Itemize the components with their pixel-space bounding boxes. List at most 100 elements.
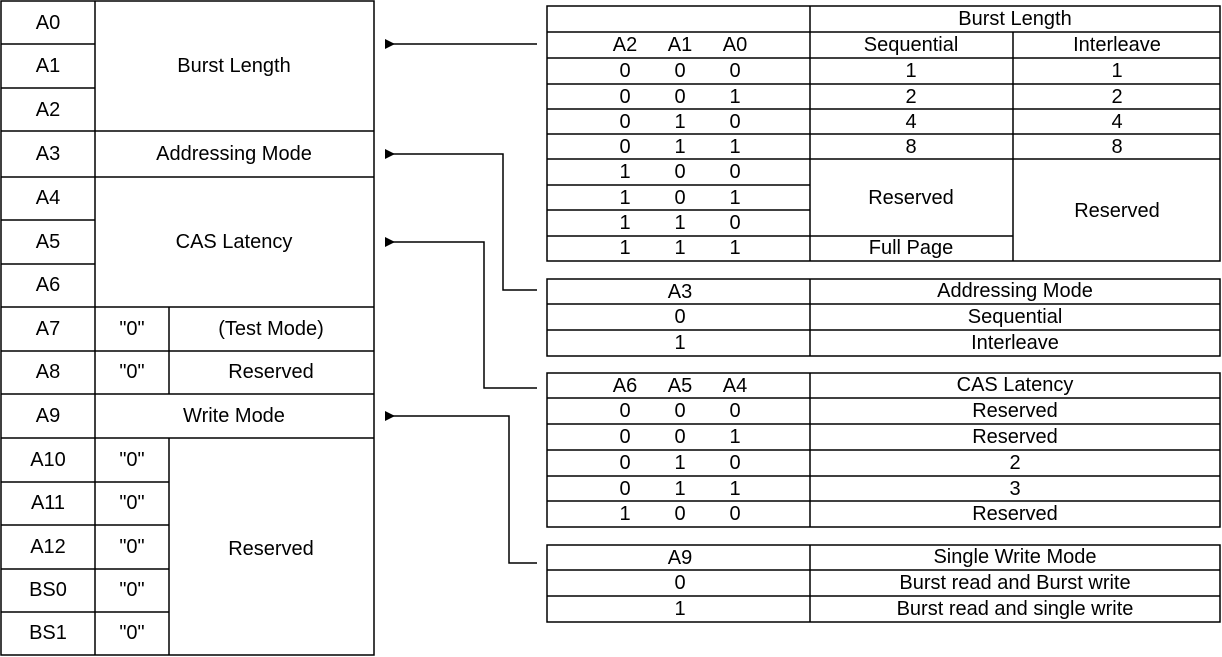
burst-bit: 0 <box>674 86 685 108</box>
register-bit-labels: A0 A1 A2 A3 A4 A5 A6 A7 A8 A9 A10 A11 A1… <box>29 12 67 644</box>
burst-bit: 1 <box>729 237 740 259</box>
register-bit-label: BS1 <box>29 622 67 644</box>
register-bit-label: A9 <box>36 405 60 427</box>
write-value: Burst read and single write <box>897 598 1134 620</box>
addressing-bit: 0 <box>674 306 685 328</box>
field-burst-length: Burst Length <box>177 55 290 77</box>
cas-bit: 1 <box>674 478 685 500</box>
addressing-value: Interleave <box>971 332 1059 354</box>
arrow-cas-latency <box>385 237 537 389</box>
cas-bit: 0 <box>674 503 685 525</box>
register-border <box>0 0 375 656</box>
register-bit-label: BS0 <box>29 579 67 601</box>
register-bit-label: A5 <box>36 231 60 253</box>
burst-bit: 1 <box>729 187 740 209</box>
burst-bit: 1 <box>619 161 630 183</box>
write-table-border <box>546 544 1221 623</box>
field-addressing-mode: Addressing Mode <box>156 143 312 165</box>
cas-bit: 1 <box>619 503 630 525</box>
arrow-write-mode <box>385 411 537 564</box>
register-zero-values: "0" "0" "0" "0" "0" "0" "0" <box>119 318 144 644</box>
zero-value: "0" <box>119 622 144 644</box>
register-bit-label: A12 <box>30 536 66 558</box>
field-test-mode: (Test Mode) <box>218 318 324 340</box>
burst-bit: 1 <box>619 237 630 259</box>
burst-interleave-value: 4 <box>1111 111 1122 133</box>
burst-sequential-value: 2 <box>905 86 916 108</box>
cas-bit: 0 <box>674 400 685 422</box>
cas-bit: 0 <box>619 426 630 448</box>
connectors <box>385 39 537 564</box>
burst-length-table <box>546 5 1221 262</box>
burst-bit: 1 <box>729 86 740 108</box>
write-header-mode: Single Write Mode <box>933 546 1096 568</box>
zero-value: "0" <box>119 361 144 383</box>
arrow-addressing-mode <box>385 149 537 291</box>
cas-bit: 0 <box>729 400 740 422</box>
addressing-bit: 1 <box>674 332 685 354</box>
burst-header-a0: A0 <box>723 34 747 56</box>
addressing-value: Sequential <box>968 306 1063 328</box>
burst-bit: 1 <box>674 212 685 234</box>
zero-value: "0" <box>119 492 144 514</box>
addressing-mode-text: A3 Addressing Mode 0 Sequential 1 Interl… <box>668 280 1093 354</box>
burst-bit: 0 <box>729 111 740 133</box>
burst-interleave-value: 1 <box>1111 60 1122 82</box>
field-cas-latency: CAS Latency <box>176 231 293 253</box>
burst-interleave-reserved: Reserved <box>1074 200 1160 222</box>
register-bit-label: A8 <box>36 361 60 383</box>
cas-header-a6: A6 <box>613 375 637 397</box>
burst-bit: 0 <box>619 111 630 133</box>
register-bit-label: A10 <box>30 449 66 471</box>
register-bit-label: A3 <box>36 143 60 165</box>
write-header-a9: A9 <box>668 547 692 569</box>
cas-bit: 1 <box>674 452 685 474</box>
burst-bit: 1 <box>674 136 685 158</box>
burst-bit: 1 <box>674 111 685 133</box>
cas-bit: 1 <box>729 478 740 500</box>
burst-bit: 1 <box>619 187 630 209</box>
addressing-header-mode: Addressing Mode <box>937 280 1093 302</box>
cas-value: Reserved <box>972 503 1058 525</box>
register-bit-label: A2 <box>36 99 60 121</box>
cas-bit: 1 <box>729 426 740 448</box>
burst-sequential-value: 1 <box>905 60 916 82</box>
register-table <box>0 0 375 656</box>
burst-sequential-value: 8 <box>905 136 916 158</box>
register-bit-label: A4 <box>36 187 60 209</box>
write-value: Burst read and Burst write <box>899 572 1130 594</box>
burst-table-title: Burst Length <box>958 8 1071 30</box>
zero-value: "0" <box>119 318 144 340</box>
register-field-labels: Burst Length Addressing Mode CAS Latency… <box>156 55 324 560</box>
cas-value: Reserved <box>972 426 1058 448</box>
burst-bit: 0 <box>619 86 630 108</box>
burst-bit: 0 <box>674 187 685 209</box>
burst-bit: 1 <box>674 237 685 259</box>
burst-bit: 0 <box>674 60 685 82</box>
burst-bit: 0 <box>729 212 740 234</box>
burst-bit: 0 <box>619 136 630 158</box>
burst-bit: 1 <box>619 212 630 234</box>
register-bit-label: A1 <box>36 55 60 77</box>
field-write-mode: Write Mode <box>183 405 285 427</box>
cas-bit: 0 <box>729 452 740 474</box>
burst-header-interleave: Interleave <box>1073 34 1161 56</box>
zero-value: "0" <box>119 536 144 558</box>
addressing-header-a3: A3 <box>668 281 692 303</box>
burst-sequential-reserved: Reserved <box>868 187 954 209</box>
addressing-mode-table <box>546 278 1221 357</box>
cas-bit: 0 <box>619 400 630 422</box>
zero-value: "0" <box>119 579 144 601</box>
write-bit: 0 <box>674 572 685 594</box>
register-bit-label: A0 <box>36 12 60 34</box>
cas-bit: 0 <box>674 426 685 448</box>
burst-header-a1: A1 <box>668 34 692 56</box>
register-bit-label: A7 <box>36 318 60 340</box>
field-reserved-high: Reserved <box>228 538 314 560</box>
addressing-table-border <box>546 278 1221 357</box>
burst-bit: 0 <box>619 60 630 82</box>
burst-length-text: Burst Length A2 A1 A0 Sequential Interle… <box>613 8 1161 259</box>
cas-header-latency: CAS Latency <box>957 374 1074 396</box>
write-mode-table <box>546 544 1221 623</box>
